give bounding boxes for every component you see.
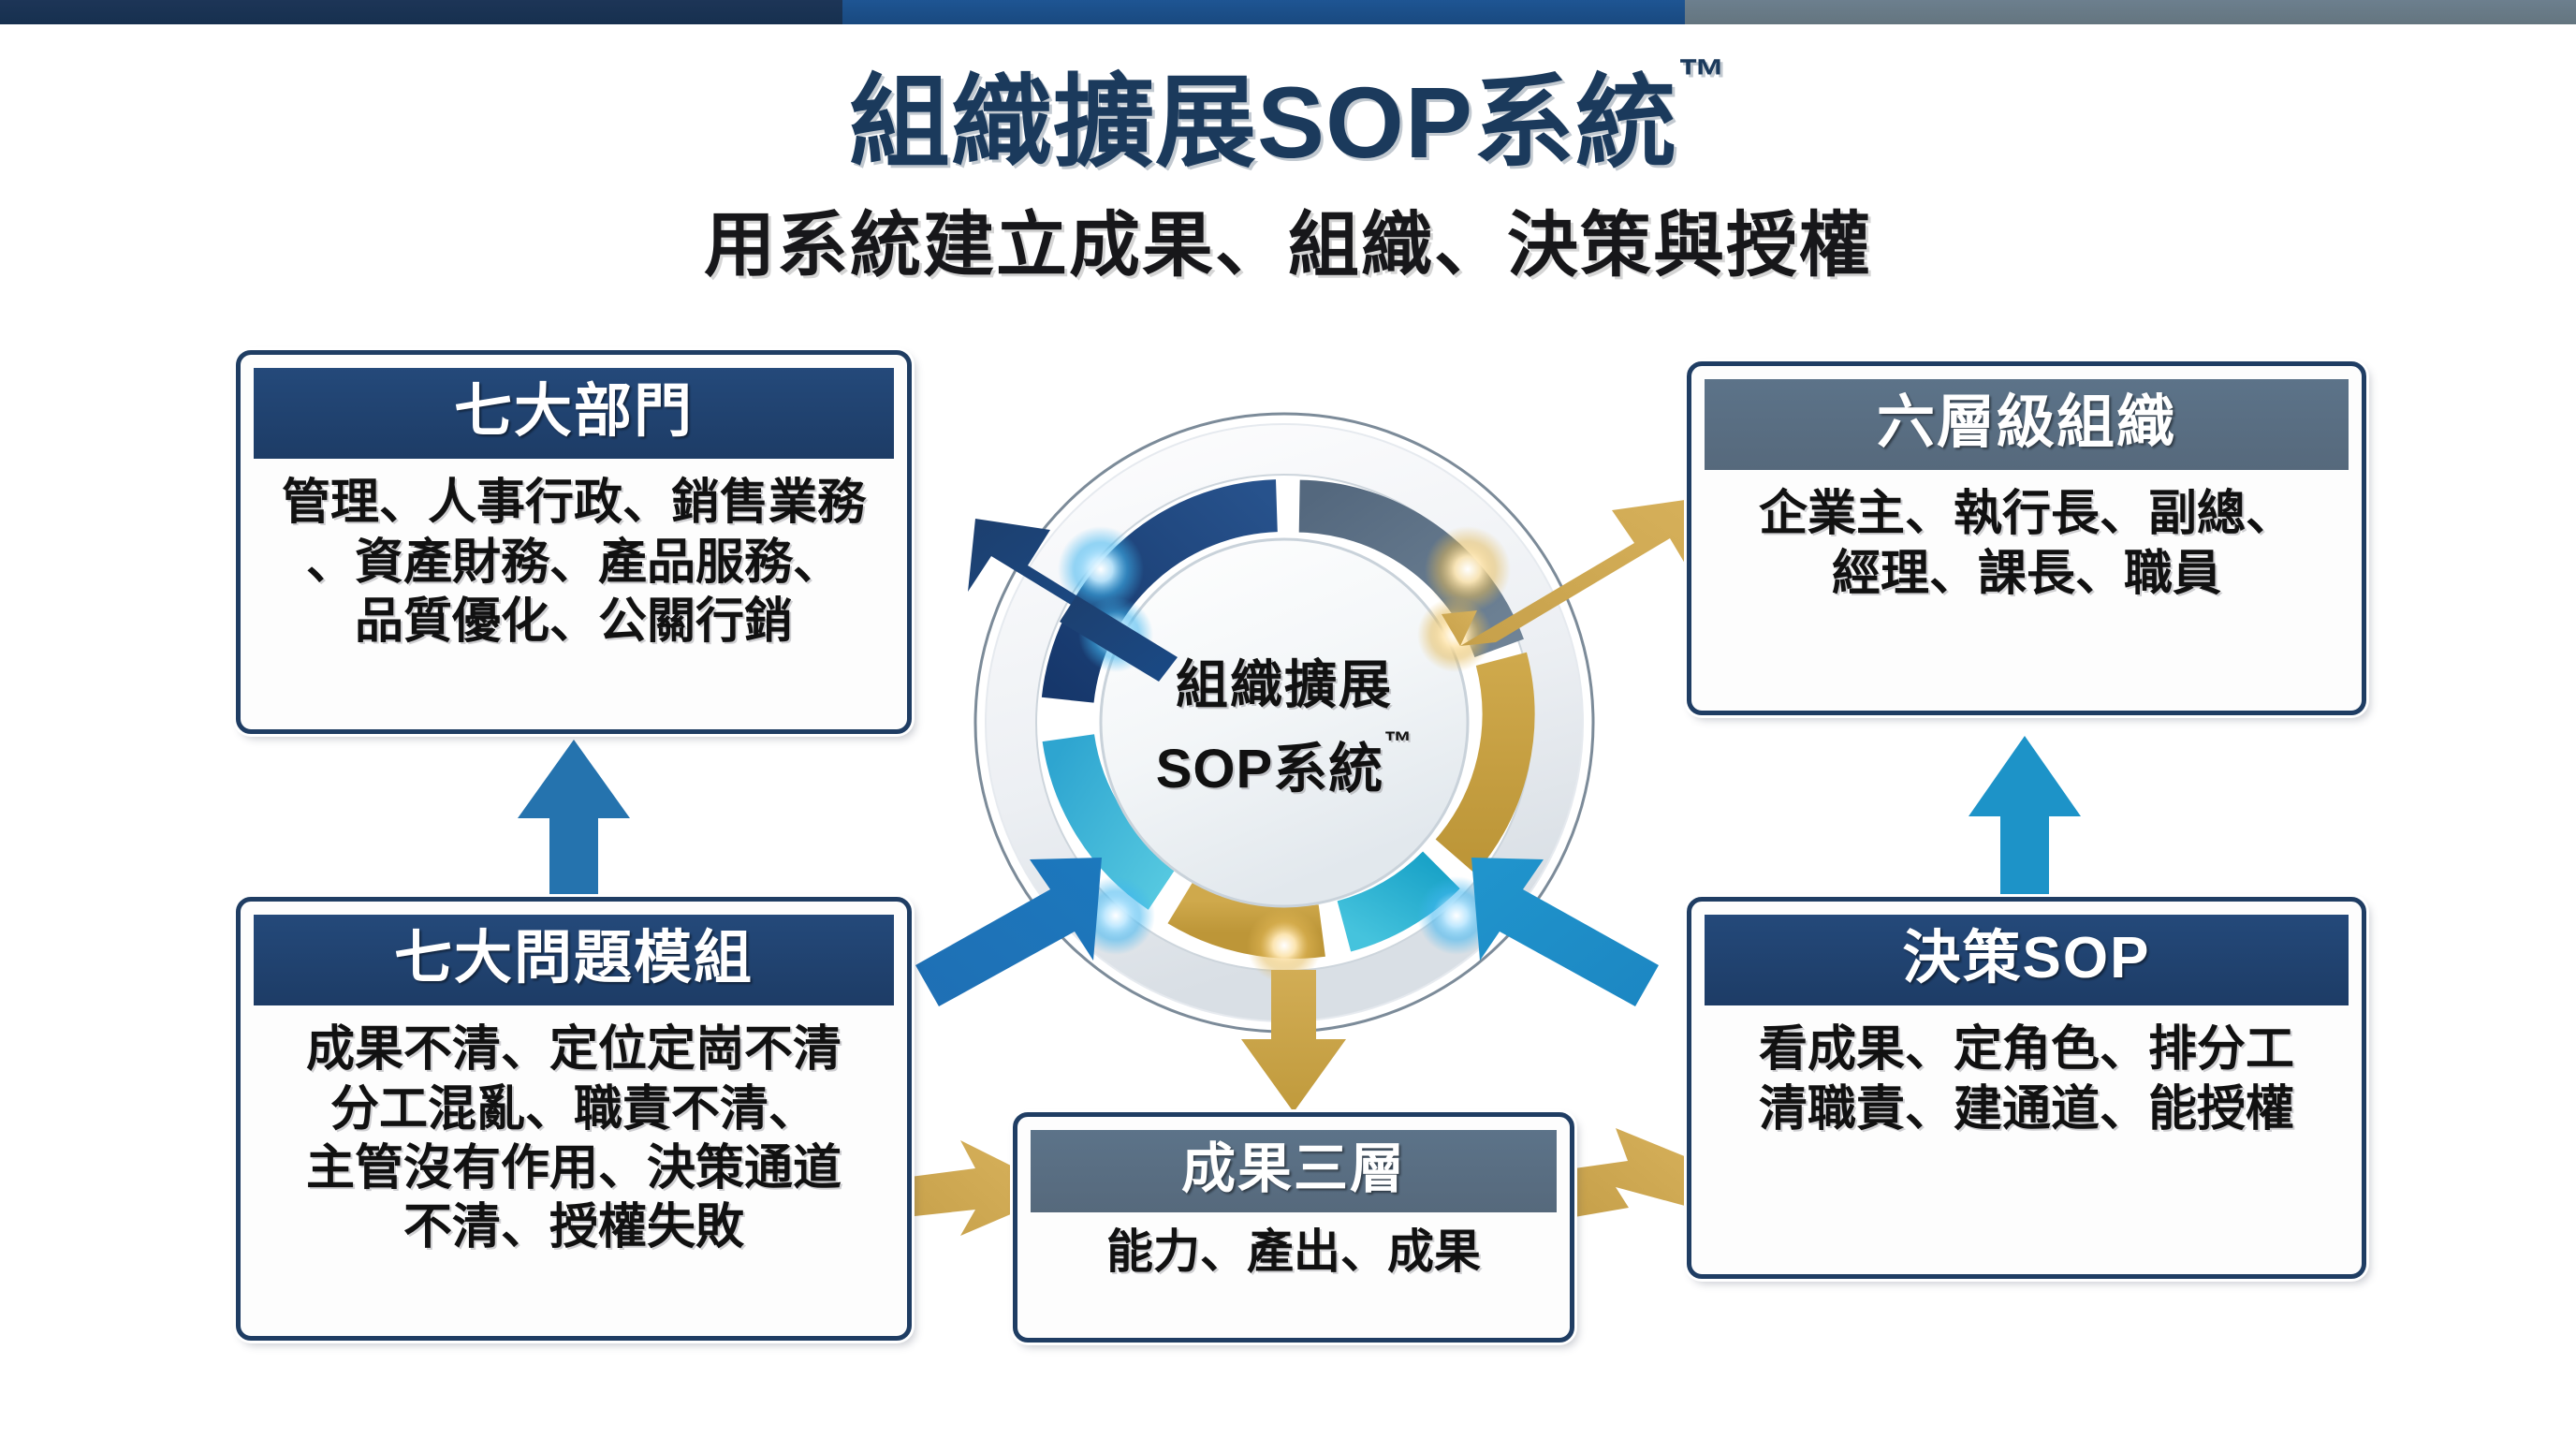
card-levels-title: 六層級組織: [1705, 379, 2349, 471]
page-subtitle: 用系統建立成果、組織、決策與授權: [704, 206, 1872, 286]
card-levels-line-2: 經理、課長、職員: [1831, 546, 2221, 601]
card-departments-line-1: 管理、人事行政、銷售業務: [281, 476, 866, 531]
card-seven-departments[interactable]: 七大部門 管理、人事行政、銷售業務 、資產財務、產品服務、 品質優化、公關行銷: [236, 350, 912, 734]
card-decision-line-2: 清職責、建通道、能授權: [1758, 1081, 2294, 1137]
card-levels-line-1: 企業主、執行長、副總、: [1758, 487, 2294, 542]
center-graphic: 組織擴展 SOP系統™: [951, 389, 1617, 1056]
card-departments-body: 管理、人事行政、銷售業務 、資產財務、產品服務、 品質優化、公關行銷: [254, 459, 894, 655]
glow-node-top-left: [1058, 526, 1144, 612]
card-decision-line-1: 看成果、定角色、排分工: [1758, 1022, 2294, 1078]
arrow-problems-to-departments: [518, 740, 630, 897]
card-problems-line-4: 不清、授權失敗: [402, 1200, 744, 1255]
arrow-decision-to-levels: [1969, 736, 2081, 897]
glow-node-bottom-left: [1076, 876, 1155, 955]
arrow-results-to-decision: [1574, 1128, 1687, 1217]
card-departments-line-2: 、資產財務、產品服務、: [305, 535, 842, 590]
card-six-levels[interactable]: 六層級組織 企業主、執行長、副總、 經理、課長、職員: [1687, 361, 2366, 715]
card-decision-sop[interactable]: 決策SOP 看成果、定角色、排分工 清職責、建通道、能授權: [1687, 897, 2366, 1279]
top-accent-bar: [0, 0, 2576, 24]
card-problems-line-1: 成果不清、定位定崗不清: [305, 1022, 842, 1078]
card-decision-body: 看成果、定角色、排分工 清職責、建通道、能授權: [1705, 1005, 2349, 1143]
trademark-symbol: ™: [1677, 50, 1728, 104]
arrow-results-to-problems: [903, 1140, 1013, 1236]
inner-disc: [1099, 537, 1470, 908]
card-departments-title: 七大部門: [254, 368, 894, 460]
center-ring-svg: [973, 412, 1595, 1034]
card-three-result-layers[interactable]: 成果三層 能力、產出、成果: [1013, 1112, 1574, 1343]
glow-node-left: [1078, 597, 1153, 672]
card-problems-body: 成果不清、定位定崗不清 分工混亂、職責不清、 主管沒有作用、決策通道 不清、授權…: [254, 1005, 894, 1262]
glow-node-top-right: [1425, 526, 1511, 612]
page-title-text: 組織擴展SOP系統: [848, 66, 1678, 179]
page-title: 組織擴展SOP系統™: [0, 41, 2576, 187]
glow-node-bottom-right: [1417, 876, 1496, 955]
card-results-body: 能力、產出、成果: [1031, 1212, 1557, 1281]
card-results-title: 成果三層: [1031, 1130, 1557, 1213]
top-bar-segment-navy: [0, 0, 842, 24]
card-problems-line-2: 分工混亂、職責不清、: [329, 1081, 817, 1137]
card-problems-line-3: 主管沒有作用、決策通道: [305, 1141, 842, 1196]
top-bar-segment-slate: [1685, 0, 2576, 24]
card-levels-body: 企業主、執行長、副總、 經理、課長、職員: [1705, 470, 2349, 608]
card-decision-title: 決策SOP: [1705, 915, 2349, 1006]
glow-node-bottom: [1247, 908, 1322, 983]
card-departments-line-3: 品質優化、公關行銷: [354, 594, 793, 650]
card-seven-problem-modules[interactable]: 七大問題模組 成果不清、定位定崗不清 分工混亂、職責不清、 主管沒有作用、決策通…: [236, 897, 912, 1341]
card-problems-title: 七大問題模組: [254, 915, 894, 1006]
card-results-line-1: 能力、產出、成果: [1106, 1225, 1481, 1279]
top-bar-segment-blue: [842, 0, 1685, 24]
glow-node-right: [1417, 597, 1492, 672]
